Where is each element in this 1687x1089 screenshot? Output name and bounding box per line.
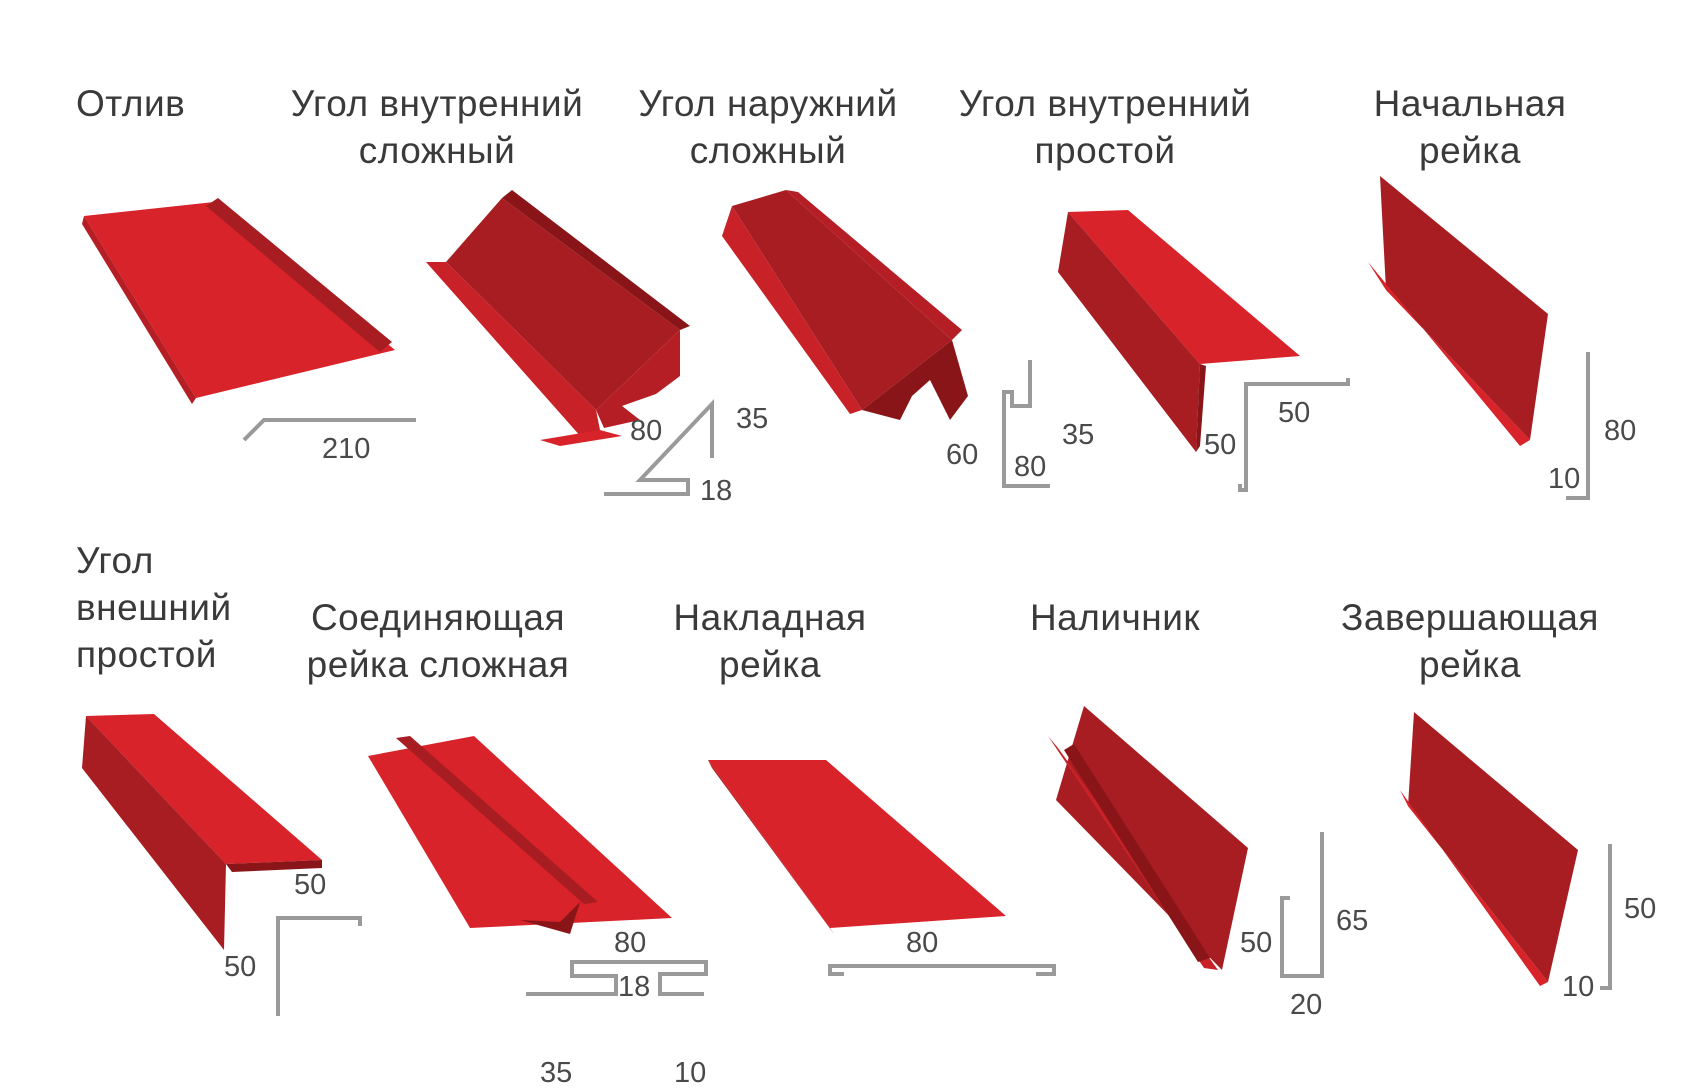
title-line: Угол внутренний bbox=[290, 83, 584, 124]
title-nalichnik: Наличник bbox=[1000, 594, 1230, 641]
profile-ugol-naruzhniy-slozhnyy-render bbox=[722, 190, 968, 420]
section-ugol-vnutrenniy-prostoy bbox=[1238, 378, 1350, 492]
title-ugol-naruzhniy-slozhnyy: Угол наружний сложный bbox=[628, 80, 908, 174]
section-soedinyayushchaya-reyka-slozhnaya bbox=[526, 960, 708, 996]
dimension-label: 210 bbox=[322, 433, 371, 465]
title-nakladnaya-reyka: Накладная рейка bbox=[640, 594, 900, 688]
dimension-label: 20 bbox=[1290, 989, 1323, 1021]
title-line: Угол внутренний bbox=[958, 83, 1252, 124]
section-ugol-naruzhniy-slozhnyy bbox=[1002, 360, 1050, 488]
section-nachalnaya-reyka bbox=[1566, 352, 1590, 500]
dimension-label: 18 bbox=[700, 475, 733, 507]
title-line: сложный bbox=[358, 130, 516, 171]
dimension-label: 80 bbox=[614, 927, 647, 959]
dimension-label: 35 bbox=[1062, 419, 1095, 451]
dimension-label: 60 bbox=[946, 439, 979, 471]
title-otliv: Отлив bbox=[76, 80, 185, 127]
dimension-label: 18 bbox=[618, 971, 651, 1003]
section-nakladnaya-reyka bbox=[828, 964, 1056, 976]
dimension-label: 80 bbox=[1014, 451, 1047, 483]
title-line: простой bbox=[76, 634, 217, 675]
title-zavershayushchaya-reyka: Завершающая рейка bbox=[1320, 594, 1620, 688]
title-line: рейка сложная bbox=[306, 644, 570, 685]
profile-ugol-vneshniy-prostoy-render bbox=[82, 714, 322, 950]
title-line: Угол bbox=[76, 540, 154, 581]
title-line: сложный bbox=[689, 130, 847, 171]
dimension-label: 50 bbox=[224, 951, 257, 983]
title-line: рейка bbox=[719, 644, 821, 685]
dimension-label: 35 bbox=[540, 1057, 573, 1089]
dimension-label: 50 bbox=[1624, 893, 1657, 925]
profile-otliv-render bbox=[82, 198, 395, 404]
dimension-label: 80 bbox=[1604, 415, 1637, 447]
section-otliv bbox=[242, 418, 416, 442]
section-zavershayushchaya-reyka bbox=[1600, 844, 1612, 990]
dimension-label: 10 bbox=[674, 1057, 707, 1089]
dimension-label: 50 bbox=[1240, 927, 1273, 959]
title-line: простой bbox=[1034, 130, 1176, 171]
profile-nakladnaya-reyka-render bbox=[708, 760, 1006, 934]
title-line: Угол наружний bbox=[638, 83, 898, 124]
section-nalichnik bbox=[1280, 832, 1324, 978]
title-line: Отлив bbox=[76, 83, 186, 124]
dimension-label: 50 bbox=[294, 869, 327, 901]
title-line: Соединяющая bbox=[310, 597, 566, 638]
title-line: Наличник bbox=[1029, 597, 1201, 638]
profile-soedinyayushchaya-reyka-slozhnaya-render bbox=[368, 736, 672, 934]
title-ugol-vnutrenniy-slozhnyy: Угол внутренний сложный bbox=[282, 80, 592, 174]
profile-ugol-vnutrenniy-slozhnyy-render bbox=[426, 190, 690, 446]
profile-ugol-vnutrenniy-prostoy-render bbox=[1058, 210, 1300, 452]
dimension-label: 50 bbox=[1278, 397, 1311, 429]
title-line: рейка bbox=[1419, 130, 1521, 171]
dimension-label: 80 bbox=[630, 415, 663, 447]
dimension-label: 10 bbox=[1548, 463, 1581, 495]
profile-nachalnaya-reyka-render bbox=[1368, 176, 1548, 446]
dimension-label: 65 bbox=[1336, 905, 1369, 937]
title-nachalnaya-reyka: Начальная рейка bbox=[1350, 80, 1590, 174]
title-line: Начальная bbox=[1373, 83, 1567, 124]
title-line: Завершающая bbox=[1341, 597, 1599, 638]
title-line: Накладная bbox=[673, 597, 867, 638]
profile-zavershayushchaya-reyka-render bbox=[1400, 712, 1578, 986]
dimension-label: 10 bbox=[1562, 971, 1595, 1003]
title-line: внешний bbox=[76, 587, 232, 628]
dimension-label: 80 bbox=[906, 927, 939, 959]
dimension-label: 35 bbox=[736, 403, 769, 435]
title-ugol-vneshniy-prostoy: Угол внешний простой bbox=[76, 537, 232, 678]
section-ugol-vnutrenniy-slozhnyy bbox=[604, 398, 714, 496]
title-line: рейка bbox=[1419, 644, 1521, 685]
profile-nalichnik-render bbox=[1048, 706, 1248, 970]
title-ugol-vnutrenniy-prostoy: Угол внутренний простой bbox=[950, 80, 1260, 174]
title-soedinyayushchaya-reyka-slozhnaya: Соединяющая рейка сложная bbox=[288, 594, 588, 688]
section-ugol-vneshniy-prostoy bbox=[276, 916, 362, 1016]
dimension-label: 50 bbox=[1204, 429, 1237, 461]
